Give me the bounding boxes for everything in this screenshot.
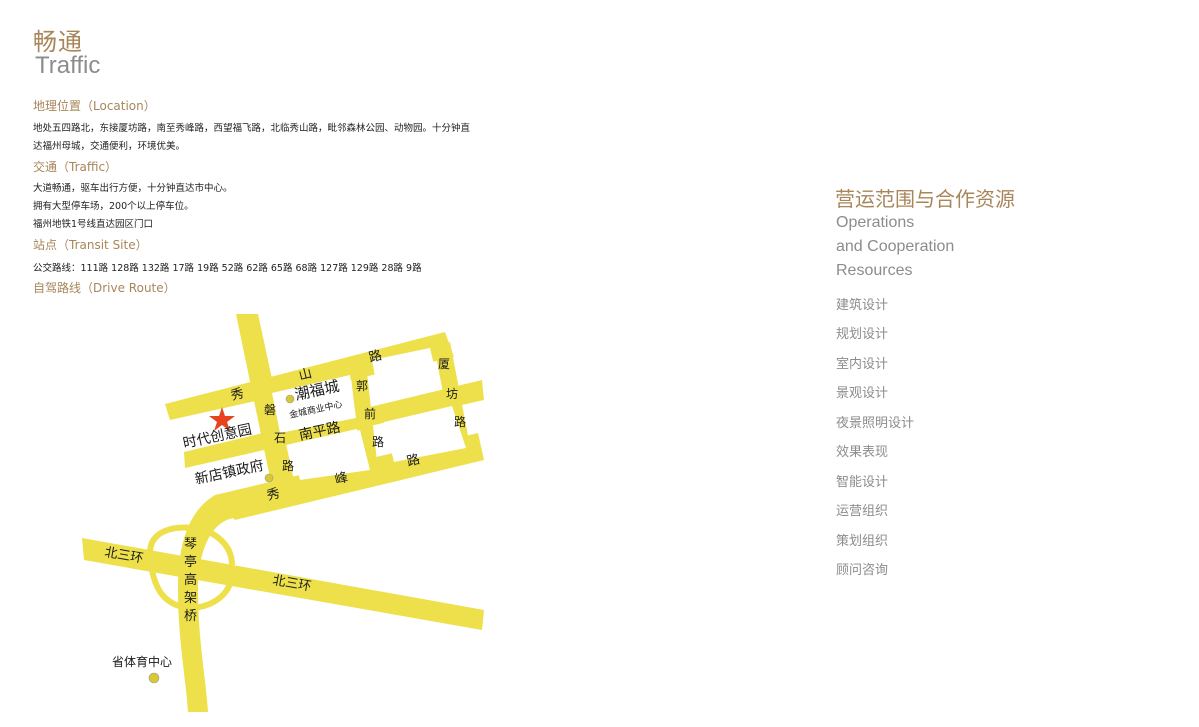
map-label: 前 bbox=[364, 406, 376, 421]
route-map: 秀 山 路 厦 坊 路 郭 前 路 磐 石 路 潮福城 金城商业中心 南平路 时… bbox=[82, 314, 484, 712]
menu-item[interactable]: 运营组织 bbox=[836, 504, 889, 519]
map-label: 坊 bbox=[446, 386, 458, 401]
menu-item[interactable]: 室内设计 bbox=[836, 357, 889, 372]
menu-item[interactable]: 效果表现 bbox=[836, 445, 889, 460]
map-label: 秀 bbox=[265, 486, 281, 504]
map-label: 路 bbox=[367, 347, 383, 366]
road-qinting-viaduct bbox=[178, 495, 235, 712]
map-label: 郭 bbox=[356, 379, 368, 393]
transit-heading: 站点（Transit Site） bbox=[33, 238, 148, 252]
map-label: 架 bbox=[184, 591, 197, 606]
map-label: 琴 bbox=[184, 537, 197, 552]
traffic-line: 大道畅通，驱车出行方便，十分钟直达市中心。 bbox=[33, 183, 233, 194]
map-label: 厦 bbox=[438, 357, 450, 371]
menu-item[interactable]: 智能设计 bbox=[836, 475, 889, 490]
map-label: 峰 bbox=[333, 470, 349, 488]
page-title-en: Traffic bbox=[35, 52, 101, 79]
map-label: 秀 bbox=[229, 386, 245, 404]
location-line: 地处五四路北，东接厦坊路，南至秀峰路，西望福飞路，北临秀山路，毗邻森林公园、动物… bbox=[33, 123, 471, 134]
star-icon bbox=[209, 407, 235, 431]
location-dot-icon bbox=[264, 473, 274, 483]
menu-item[interactable]: 顾问咨询 bbox=[836, 563, 889, 578]
map-label: 北三环 bbox=[271, 573, 312, 595]
map-label: 路 bbox=[454, 414, 466, 429]
map-label: 亭 bbox=[184, 554, 197, 570]
location-dot-icon bbox=[285, 394, 295, 404]
right-panel-title-en: and Cooperation bbox=[836, 238, 955, 255]
road-beisanhuan bbox=[82, 538, 484, 630]
page-title-cn: 畅通 bbox=[33, 28, 83, 56]
drive-heading: 自驾路线（Drive Route） bbox=[33, 281, 176, 295]
road-guoqian bbox=[350, 364, 378, 474]
map-label: 北三环 bbox=[103, 545, 144, 567]
map-label: 山 bbox=[297, 366, 313, 384]
road-interchange bbox=[147, 524, 235, 612]
map-label: 省体育中心 bbox=[112, 654, 172, 669]
location-heading: 地理位置（Location） bbox=[33, 99, 156, 113]
menu-item[interactable]: 夜景照明设计 bbox=[836, 416, 915, 431]
right-panel-title-en: Operations bbox=[836, 214, 915, 231]
map-label: 路 bbox=[372, 434, 384, 449]
menu-item[interactable]: 策划组织 bbox=[836, 534, 889, 549]
city-blocks bbox=[272, 348, 466, 480]
road-xiushan bbox=[165, 332, 454, 420]
map-label: 桥 bbox=[184, 609, 197, 624]
road-nanping bbox=[184, 380, 484, 468]
menu-item[interactable]: 景观设计 bbox=[836, 386, 889, 401]
map-label: 高 bbox=[184, 572, 197, 588]
traffic-line: 福州地铁1号线直达园区门口 bbox=[33, 219, 154, 230]
transit-line: 公交路线：111路 128路 132路 17路 19路 52路 62路 65路 … bbox=[33, 263, 422, 274]
map-label: 磐 bbox=[264, 403, 276, 417]
menu-item[interactable]: 规划设计 bbox=[836, 327, 889, 342]
location-dot-icon bbox=[148, 672, 160, 684]
map-label: 石 bbox=[274, 431, 286, 445]
right-panel-title-cn: 营运范围与合作资源 bbox=[835, 187, 1015, 211]
location-line: 达福州母城，交通便利，环境优美。 bbox=[33, 141, 186, 152]
traffic-line: 拥有大型停车场，200个以上停车位。 bbox=[33, 201, 194, 212]
map-label: 路 bbox=[282, 458, 294, 473]
road-panshi bbox=[236, 314, 296, 497]
road-xiafang bbox=[434, 342, 470, 450]
traffic-heading: 交通（Traffic） bbox=[33, 160, 118, 174]
right-panel-title-en: Resources bbox=[836, 262, 913, 279]
menu-item[interactable]: 建筑设计 bbox=[836, 298, 889, 313]
map-label: 路 bbox=[405, 451, 421, 470]
